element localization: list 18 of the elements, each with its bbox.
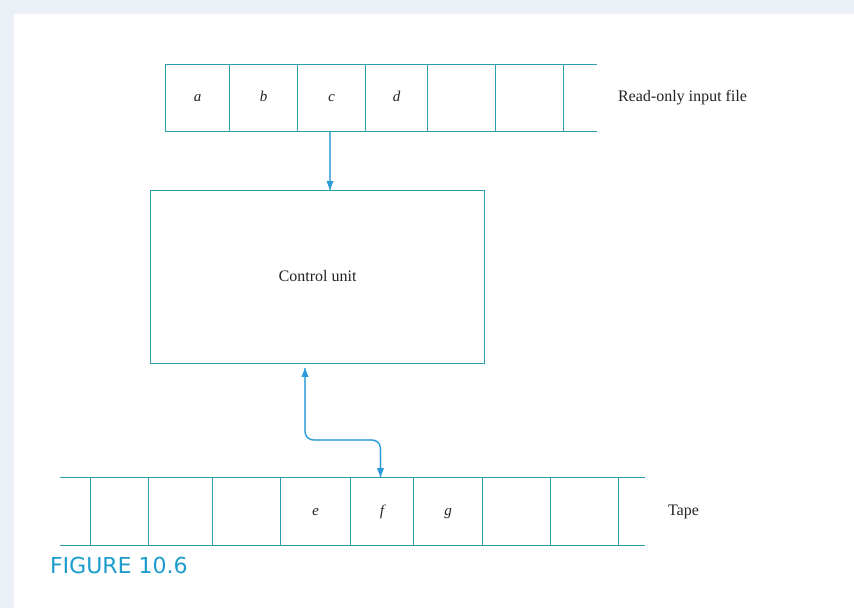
control-unit-box (150, 190, 485, 364)
figure-caption: FIGURE 10.6 (50, 554, 188, 579)
strip-label: Tape (668, 502, 699, 520)
cell-symbol: d (392, 89, 400, 106)
cell-symbol: c (328, 89, 335, 106)
tape-strip (60, 477, 645, 546)
box-label: Control unit (278, 268, 356, 286)
tape-cell (495, 64, 564, 132)
double-arrow (301, 368, 384, 477)
cell-symbol: b (260, 89, 268, 106)
cell-symbol: g (444, 502, 452, 520)
cell-symbol: a (194, 89, 202, 106)
strip-label: Read-only input file (618, 88, 747, 106)
tape-cell (550, 476, 619, 546)
tape-strip (165, 64, 597, 132)
cell-symbol: e (312, 502, 319, 520)
cell-symbol: f (380, 502, 384, 520)
arrow (326, 132, 334, 190)
